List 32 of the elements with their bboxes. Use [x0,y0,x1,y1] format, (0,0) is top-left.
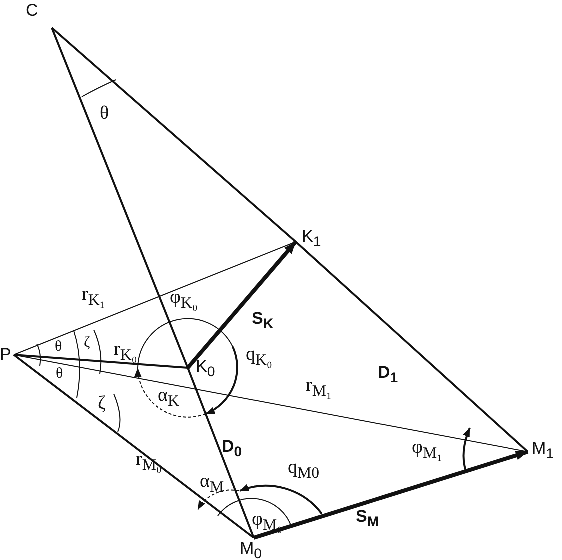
angle-label: θ [55,340,62,355]
angle-label: q$_{K₀}$ [246,345,272,369]
edge-label: r$_{K₁}$ [82,285,106,309]
angle-label: q$_{M0}$ [288,458,320,482]
line [14,354,188,369]
point-label: C [26,2,38,19]
segment-label: D$_{0}$ [222,438,242,460]
edge-label: r$_{K₀}$ [114,340,138,364]
line [51,27,297,243]
line [51,28,189,368]
angle-label: α$_{K}$ [158,386,180,410]
edge-label: r$_{M₁}$ [306,376,332,400]
edge-label: S$_{K}$ [252,310,274,332]
point-label: K$_{0}$ [196,358,216,380]
point-label: M$_{0}$ [240,540,262,560]
angle-label: θ [100,104,110,123]
arrow [253,450,529,540]
point-label: M$_{1}$ [532,440,554,462]
angle-label: α$_{M}$ [200,472,224,496]
arrow [186,240,298,370]
line [13,354,255,539]
point-label: P [0,346,12,363]
line [295,241,529,453]
angle-label: ζ [84,336,90,351]
segment-label: D$_{1}$ [378,364,398,386]
angle-label: ζ [98,394,106,413]
line [187,368,255,538]
edge-label: S$_{M}$ [356,508,380,530]
angle-label: φ$_{K₀}$ [170,288,198,312]
angle-label: φ$_{M₁}$ [412,438,443,462]
angle-label: θ [56,367,64,382]
point-label: K$_{1}$ [302,228,322,250]
